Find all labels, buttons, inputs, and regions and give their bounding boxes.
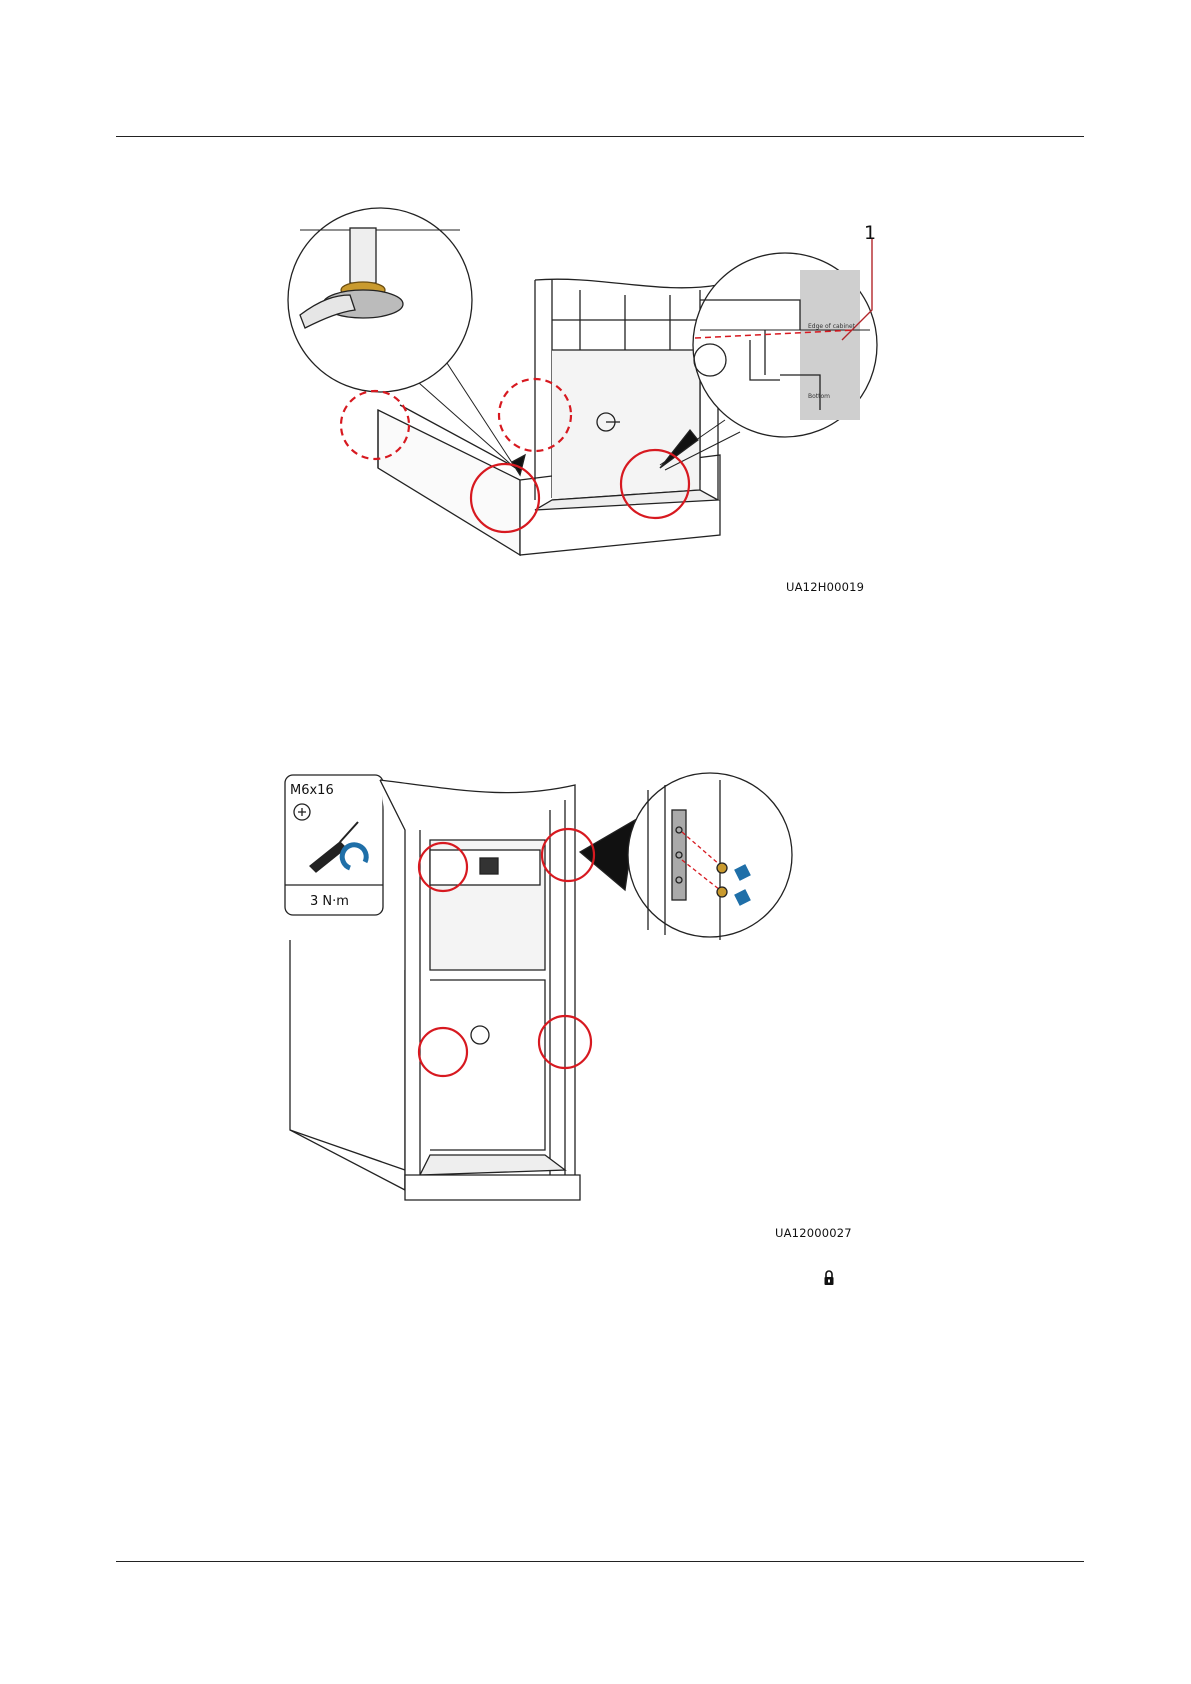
torque-label: 3 N·m: [310, 894, 349, 909]
inset-label-bottom: Bottom: [808, 393, 830, 400]
figure-cabinet-leveling: Edge of cabinet Bottom: [280, 200, 960, 600]
figure-cabinet-screws: M6x16 3 N·m: [280, 770, 840, 1220]
lock-icon: [823, 1270, 835, 1286]
footer-rule: [116, 1561, 1084, 1562]
header-rule: [116, 136, 1084, 137]
inset-label-edge: Edge of cabinet: [808, 323, 856, 330]
screw-spec: M6x16: [290, 783, 334, 798]
callout-number: 1: [864, 222, 876, 244]
figure-code-2: UA12000027: [775, 1226, 852, 1240]
figure-code-1: UA12H00019: [786, 580, 864, 594]
